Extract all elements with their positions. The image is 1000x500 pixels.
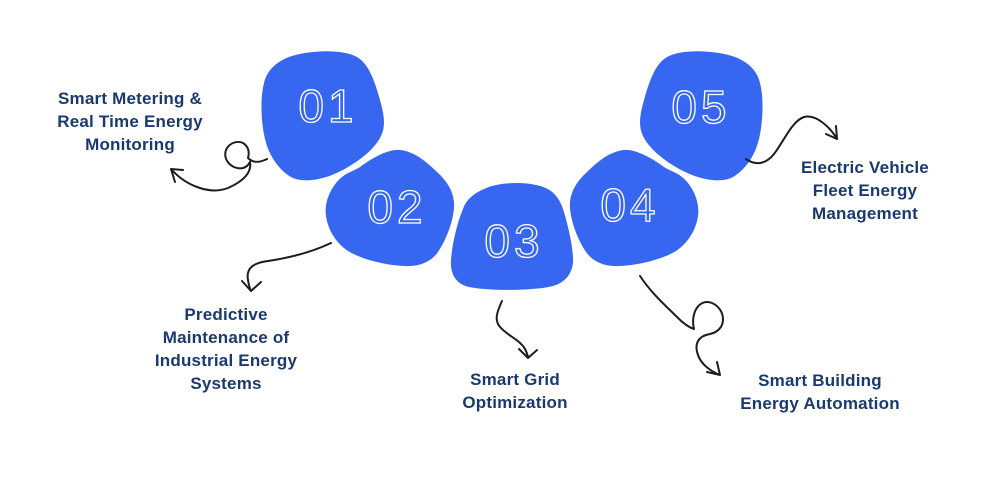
arrow-step-05-icon	[745, 115, 838, 165]
label-smart-metering: Smart Metering & Real Time Energy Monito…	[57, 89, 203, 154]
blob-step-01	[261, 51, 384, 181]
arrow-step-01-icon	[170, 141, 268, 192]
step-number-01: 01	[298, 80, 357, 132]
step-number-03: 03	[484, 215, 543, 267]
label-smart-building: Smart Building Energy Automation	[740, 371, 900, 413]
arrow-step-03-icon	[495, 300, 538, 359]
arrow-step-02-icon	[241, 242, 332, 292]
step-number-04: 04	[600, 179, 659, 231]
blob-step-05	[640, 51, 763, 181]
blob-step-03	[450, 183, 574, 290]
step-number-02: 02	[367, 181, 426, 233]
label-ev-fleet: Electric Vehicle Fleet Energy Management	[801, 158, 929, 223]
label-smart-grid: Smart Grid Optimization	[462, 370, 568, 412]
arrow-step-04-icon	[639, 275, 724, 376]
blob-step-02	[325, 149, 455, 267]
blob-step-04	[569, 149, 699, 267]
label-predictive-maintenance: Predictive Maintenance of Industrial Ene…	[154, 305, 298, 393]
step-number-05: 05	[671, 81, 730, 133]
